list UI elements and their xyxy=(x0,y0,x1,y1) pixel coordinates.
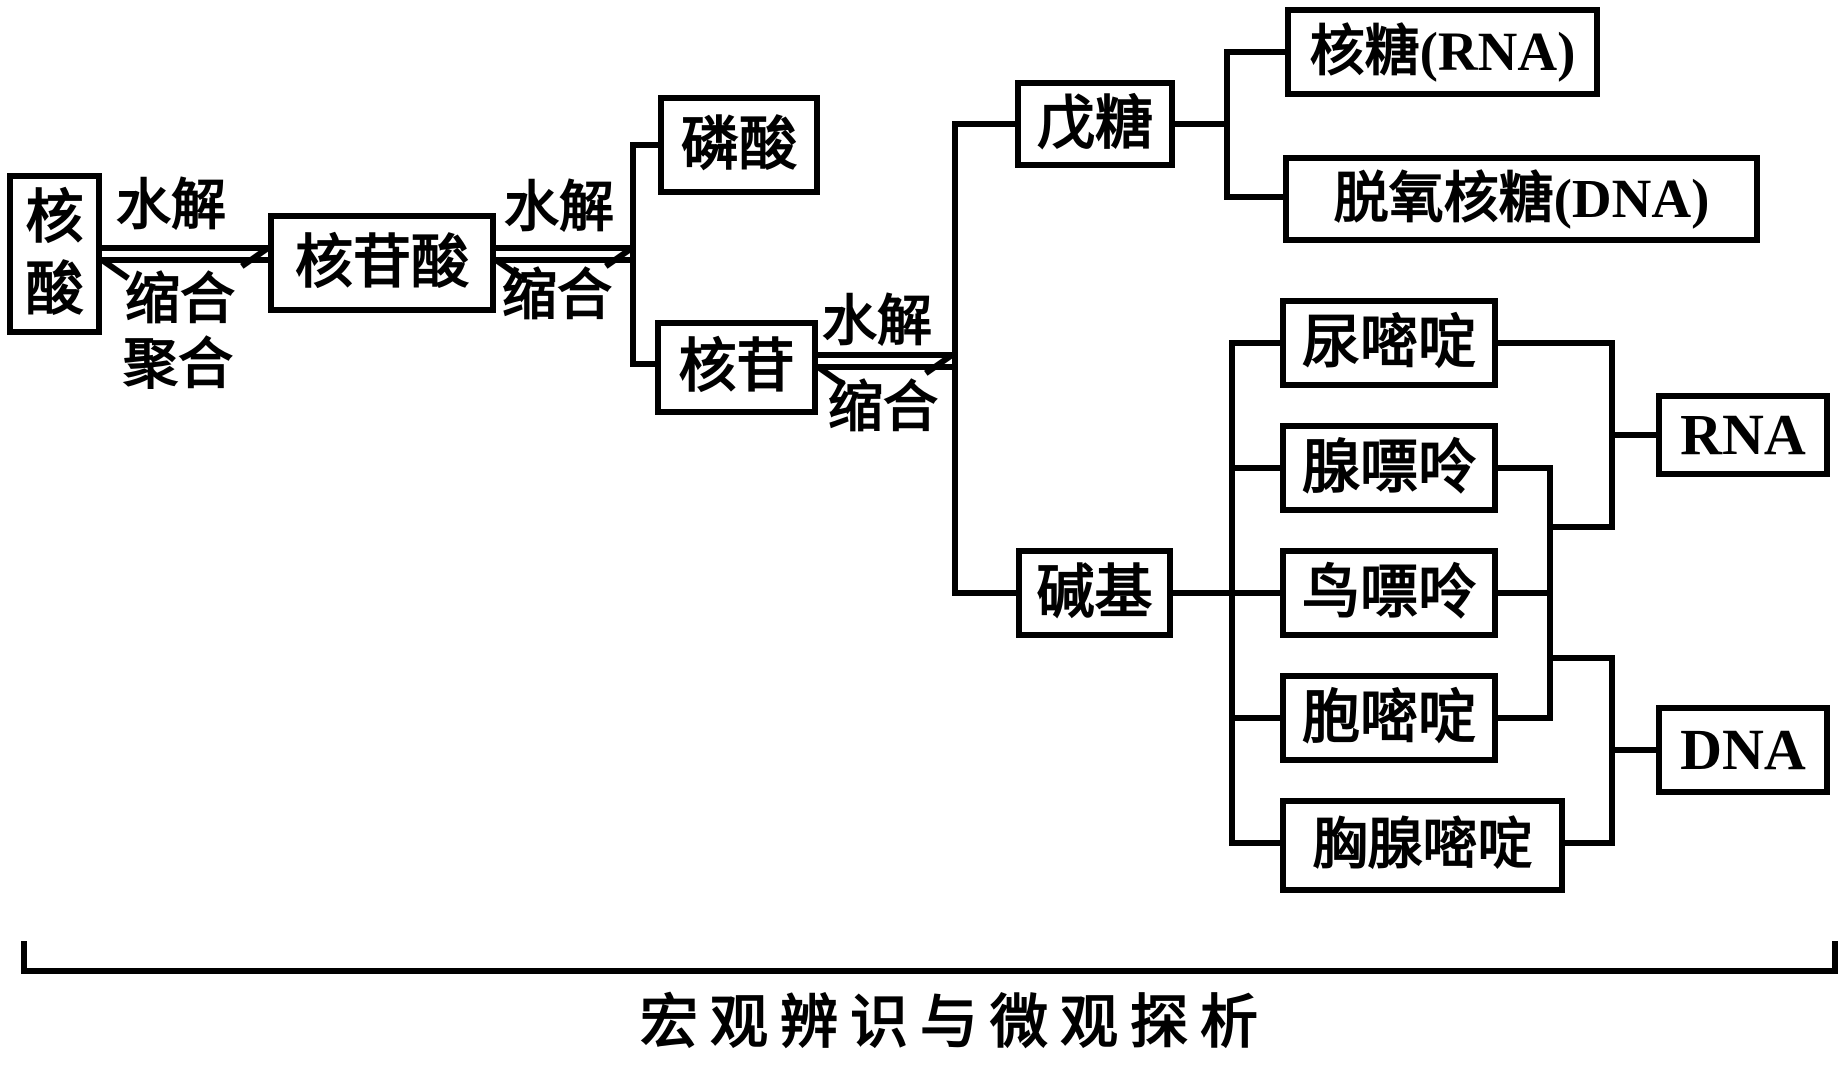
stub-thymine-left xyxy=(1229,840,1280,846)
label-hydrolysis-1: 水解 xyxy=(116,175,227,236)
bracket-phosphate-nucleoside xyxy=(630,142,636,367)
connector-condensation-3 xyxy=(818,364,952,370)
connector-condensation-2 xyxy=(496,257,632,263)
node-rna: RNA xyxy=(1656,393,1830,477)
node-nucleotide: 核苷酸 xyxy=(268,213,496,313)
connector-base-to-bases xyxy=(1173,590,1280,596)
stub-uracil-right xyxy=(1498,340,1609,346)
bracket-pentose-base xyxy=(952,121,958,596)
stub-adenine-right xyxy=(1498,465,1547,471)
stub-adenine-left xyxy=(1229,465,1280,471)
node-deoxyribose-dna: 脱氧核糖(DNA) xyxy=(1283,155,1760,243)
branch-to-dna xyxy=(1547,655,1615,661)
node-base: 碱基 xyxy=(1016,548,1173,638)
connector-hydrolysis-1 xyxy=(102,245,268,251)
node-nucleoside: 核苷 xyxy=(655,320,818,415)
label-condensation-2: 缩合 xyxy=(502,265,613,326)
label-condensation-1: 缩合 xyxy=(125,269,236,330)
stub-rna xyxy=(1615,432,1656,438)
label-hydrolysis-2: 水解 xyxy=(504,177,615,238)
stub-deoxyribose xyxy=(1224,194,1283,200)
stub-pentose xyxy=(952,121,1015,127)
bracket-shared-bases xyxy=(1547,465,1553,721)
bracket-bases-left xyxy=(1229,340,1235,846)
node-dna: DNA xyxy=(1656,705,1830,795)
node-adenine: 腺嘌呤 xyxy=(1280,423,1498,513)
connector-hydrolysis-2 xyxy=(496,245,632,251)
bracket-rna xyxy=(1609,340,1615,530)
stub-base xyxy=(952,590,1016,596)
stub-guanine-right xyxy=(1498,590,1547,596)
bottom-bracket-tick-right xyxy=(1832,941,1838,974)
node-guanine: 鸟嘌呤 xyxy=(1280,548,1498,638)
bottom-bracket-line xyxy=(21,968,1838,974)
stub-dna xyxy=(1615,747,1656,753)
connector-hydrolysis-3 xyxy=(818,352,952,358)
stub-nucleoside xyxy=(630,361,655,367)
node-cytosine: 胞嘧啶 xyxy=(1280,673,1498,763)
stub-ribose xyxy=(1224,49,1285,55)
branch-to-rna xyxy=(1547,524,1609,530)
bracket-dna xyxy=(1609,655,1615,846)
node-nucleic-acid: 核酸 xyxy=(7,173,102,335)
stub-thymine-right xyxy=(1565,840,1609,846)
label-condensation-3: 缩合 xyxy=(828,377,939,438)
bottom-bracket-tick-left xyxy=(21,941,27,974)
connector-condensation-1 xyxy=(102,257,268,263)
node-pentose: 戊糖 xyxy=(1015,80,1175,168)
stub-uracil-left xyxy=(1229,340,1280,346)
caption-macro-micro: 宏观辨识与微观探析 xyxy=(640,990,1271,1055)
stub-cytosine-right xyxy=(1498,715,1547,721)
label-polymerization-1: 聚合 xyxy=(123,334,234,395)
bracket-sugars xyxy=(1224,49,1230,200)
label-hydrolysis-3: 水解 xyxy=(822,291,933,352)
stub-pentose-right xyxy=(1175,121,1224,127)
stub-phosphoric-acid xyxy=(630,142,658,148)
node-thymine: 胸腺嘧啶 xyxy=(1280,798,1565,893)
stub-cytosine-left xyxy=(1229,715,1280,721)
node-phosphoric-acid: 磷酸 xyxy=(658,95,820,195)
node-ribose-rna: 核糖(RNA) xyxy=(1285,7,1600,97)
node-uracil: 尿嘧啶 xyxy=(1280,298,1498,388)
